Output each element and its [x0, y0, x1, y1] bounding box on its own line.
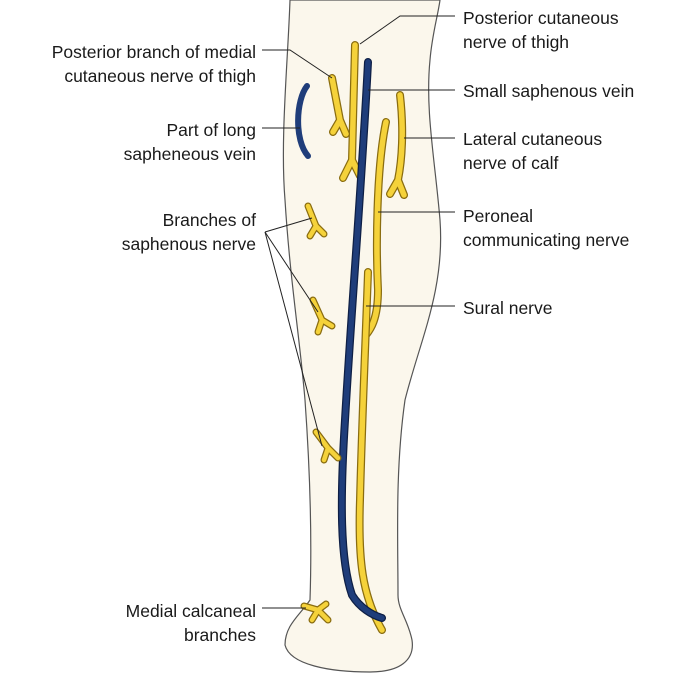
label-small-saphenous-vein: Small saphenous vein — [463, 79, 634, 103]
label-lateral-cutaneous-nerve: Lateral cutaneous nerve of calf — [463, 127, 602, 175]
label-posterior-branch-medial: Posterior branch of medial cutaneous ner… — [52, 40, 256, 88]
label-posterior-cutaneous-nerve: Posterior cutaneous nerve of thigh — [463, 6, 619, 54]
label-medial-calcaneal-branches: Medial calcaneal branches — [126, 599, 256, 647]
label-long-saphenous-vein: Part of long sapheneous vein — [124, 118, 256, 166]
label-peroneal-communicating-nerve: Peroneal communicating nerve — [463, 204, 629, 252]
label-branches-saphenous-nerve: Branches of saphenous nerve — [122, 208, 256, 256]
label-sural-nerve: Sural nerve — [463, 296, 553, 320]
